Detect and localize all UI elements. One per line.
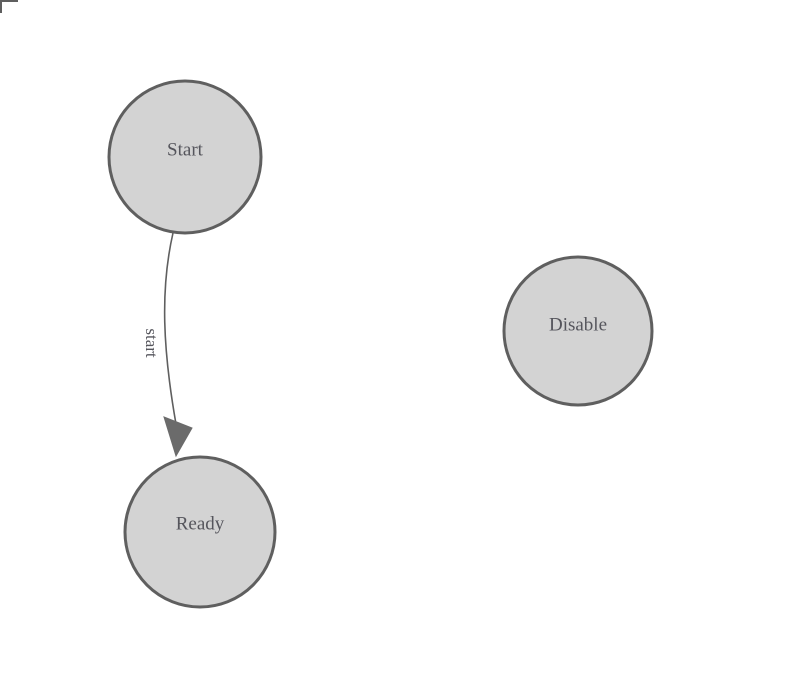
node-shape-circle — [123, 455, 277, 609]
arrowhead-icon — [163, 416, 193, 458]
edge-line — [163, 232, 177, 425]
node-label-ready: Ready — [176, 513, 225, 534]
node-label-start: Start — [167, 139, 204, 160]
edge-start-to-ready[interactable]: start — [142, 232, 193, 458]
corner-bracket-icon — [0, 0, 18, 13]
edge-label-start: start — [142, 328, 161, 358]
node-disable[interactable]: Disable — [502, 255, 654, 407]
node-start[interactable]: Start — [107, 79, 263, 235]
node-label-disable: Disable — [549, 314, 607, 335]
node-shape-circle — [107, 79, 263, 235]
node-ready[interactable]: Ready — [123, 455, 277, 609]
node-shape-circle — [502, 255, 654, 407]
